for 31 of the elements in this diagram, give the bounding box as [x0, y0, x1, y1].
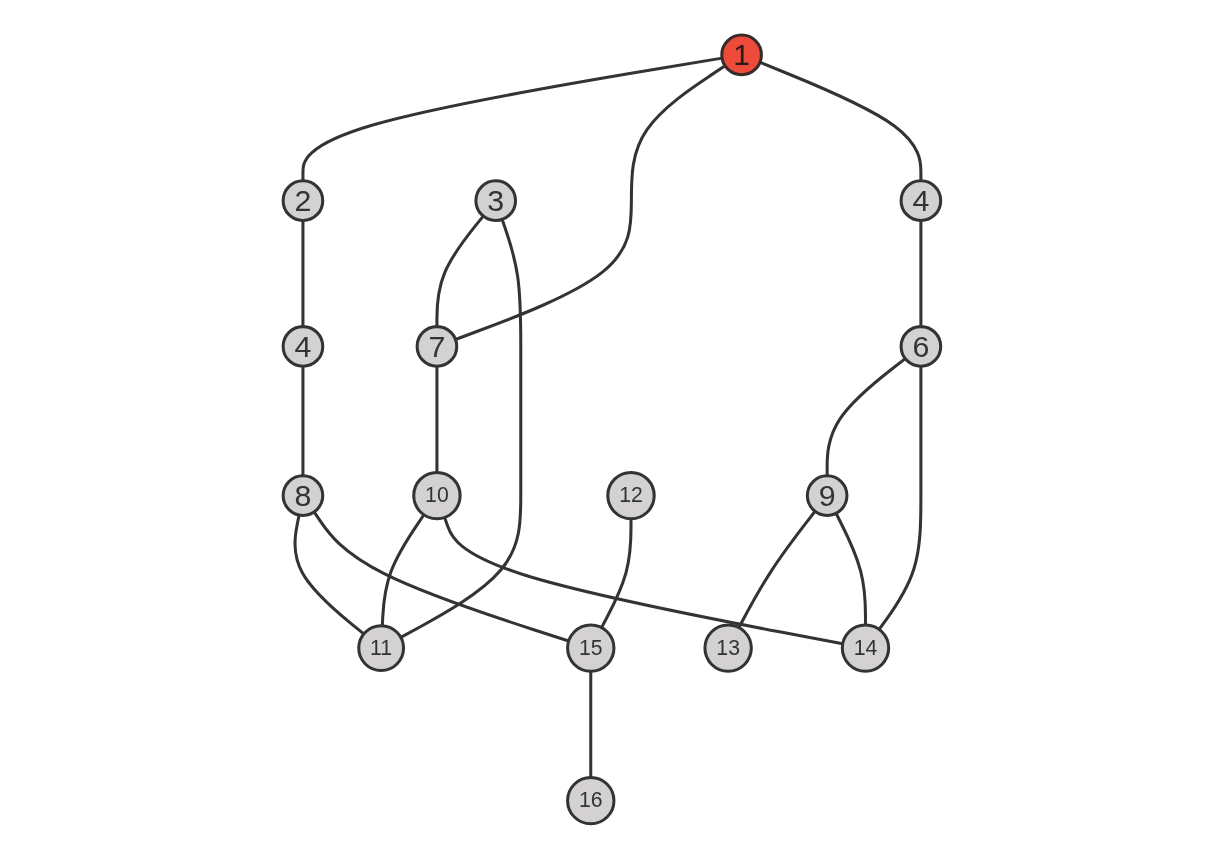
circle-node: 4 [281, 325, 325, 368]
connector-line [301, 220, 305, 327]
circle-node: 9 [805, 474, 849, 517]
circle-node: 8 [281, 474, 325, 517]
circle-node: 1 [720, 33, 763, 77]
circle-node: 15 [566, 623, 616, 673]
connector-line [825, 357, 907, 476]
circle-node: 7 [415, 325, 459, 368]
connector-line [589, 671, 593, 778]
connector-line [435, 366, 439, 473]
circle-node: 3 [474, 179, 518, 222]
connector-line [312, 511, 570, 643]
connector-line [301, 366, 305, 476]
circle-node: 11 [357, 624, 406, 673]
circle-node: 13 [703, 623, 753, 673]
connector-line [293, 514, 365, 636]
connector-line [380, 513, 426, 626]
circle-node: 12 [606, 470, 656, 521]
connector-line [600, 518, 633, 629]
connector-line [919, 220, 923, 327]
circle-node: 16 [566, 775, 616, 826]
connector-line [455, 64, 726, 341]
connector-line [877, 366, 923, 631]
connector-line [834, 512, 868, 625]
connector-line [435, 215, 485, 327]
circle-node: 2 [281, 179, 325, 222]
circle-node: 6 [899, 325, 943, 368]
connector-line [400, 218, 523, 639]
circle-node: 14 [840, 623, 891, 673]
circle-node: 4 [899, 179, 943, 222]
circle-node: 10 [412, 470, 462, 521]
